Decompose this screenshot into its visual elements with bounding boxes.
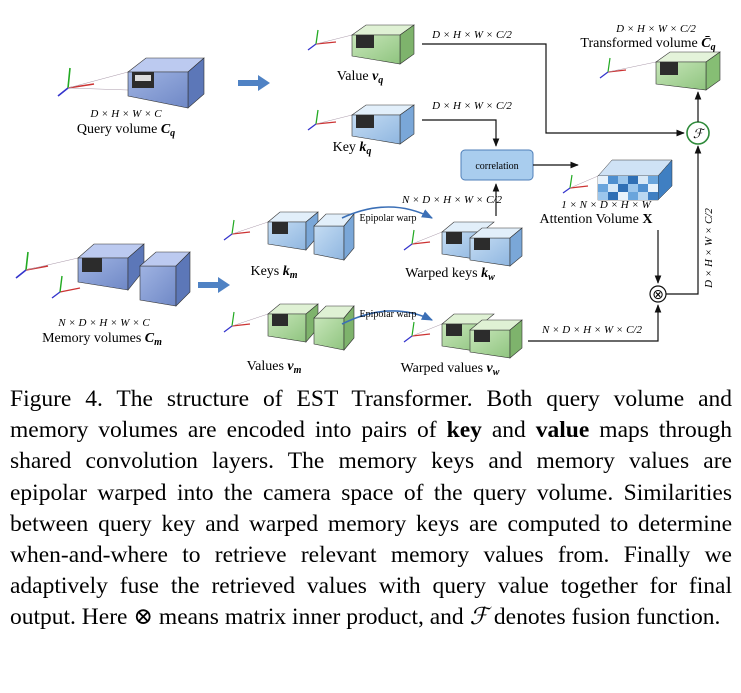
axes-icon	[307, 29, 353, 51]
key-q-label: Key kq	[333, 140, 372, 157]
axes-icon	[403, 321, 443, 343]
correlation-label: correlation	[475, 161, 518, 172]
axes-icon	[223, 219, 269, 241]
attention-volume-diagram: 1 × N × D × H × W Attention Volume X	[539, 159, 673, 227]
caption-fusion-symbol: ℱ	[469, 604, 489, 631]
axes-icon	[307, 109, 353, 131]
values-m-label: Values vm	[247, 359, 302, 376]
warped-values-diagram: Warped values vw	[401, 313, 523, 378]
values-m-diagram: Values vm	[223, 303, 355, 376]
keys-m-label: Keys km	[250, 264, 297, 281]
key-to-correlation-line	[422, 119, 500, 147]
axes-icon	[15, 251, 81, 299]
encoder-arrow-top	[238, 75, 270, 91]
key-q-diagram: Key kq	[307, 104, 415, 157]
memory-volumes-dims: N × D × H × W × C	[57, 317, 150, 329]
key-q-dims: D × H × W × C/2	[431, 100, 512, 112]
warped-values-dims: N × D × H × W × C/2	[541, 324, 642, 336]
caption-key-term: key	[446, 417, 482, 444]
encoder-arrow-bottom	[198, 277, 230, 293]
transformed-volume-diagram: D × H × W × C/2 Transformed volume C̄q	[580, 23, 721, 91]
memory-volumes-diagram: N × D × H × W × C Memory volumes Cm	[15, 243, 191, 348]
vertical-dims: D × H × W × C/2	[703, 208, 715, 289]
value-to-fusion-line	[422, 43, 685, 137]
matrix-product-node: ⊗	[649, 285, 667, 303]
warped-values-label: Warped values vw	[401, 361, 500, 378]
query-volume-label: Query volume Cq	[77, 122, 175, 139]
axes-icon	[562, 174, 599, 194]
fusion-symbol: ℱ	[693, 127, 706, 142]
product-to-fusion-line	[666, 145, 702, 295]
attention-label: Attention Volume X	[539, 212, 652, 227]
memory-volumes-label: Memory volumes Cm	[42, 331, 162, 348]
correlation-block: correlation	[460, 149, 534, 181]
axes-icon	[403, 229, 443, 251]
axes-icon	[223, 311, 269, 333]
value-q-dims: D × H × W × C/2	[431, 29, 512, 41]
axes-icon	[57, 67, 129, 97]
warped-keys-label: Warped keys kw	[405, 266, 495, 283]
value-q-label: Value vq	[337, 69, 384, 86]
epipolar-warp-label: Epipolar warp	[360, 309, 417, 320]
epipolar-warp-keys: Epipolar warp	[341, 206, 433, 224]
warped-keys-dims: N × D × H × W × C/2	[401, 194, 502, 206]
warped-keys-diagram: Warped keys kw	[403, 221, 523, 283]
epipolar-warp-label: Epipolar warp	[360, 213, 417, 224]
axes-icon	[599, 57, 657, 79]
transformed-label: Transformed volume C̄q	[580, 36, 715, 53]
caption-otimes-symbol: ⊗	[133, 604, 154, 631]
transformed-dims: D × H × W × C/2	[615, 23, 696, 35]
fusion-node: ℱ	[686, 121, 710, 145]
attention-dims: 1 × N × D × H × W	[561, 199, 651, 211]
epipolar-warp-values: Epipolar warp	[341, 309, 434, 325]
value-q-diagram: Value vq	[307, 24, 415, 86]
architecture-figure: D × H × W × C Query volume Cq Value vq K…	[15, 23, 721, 378]
product-symbol: ⊗	[652, 287, 664, 303]
caption-value-term: value	[535, 417, 590, 444]
keys-m-diagram: Keys km	[223, 211, 355, 281]
query-volume-dims: D × H × W × C	[89, 108, 162, 120]
figure-caption: Figure 4. The structure of EST Transform…	[10, 386, 732, 631]
query-volume-diagram: D × H × W × C Query volume Cq	[57, 57, 205, 139]
warped-values-to-product-line	[528, 304, 662, 342]
